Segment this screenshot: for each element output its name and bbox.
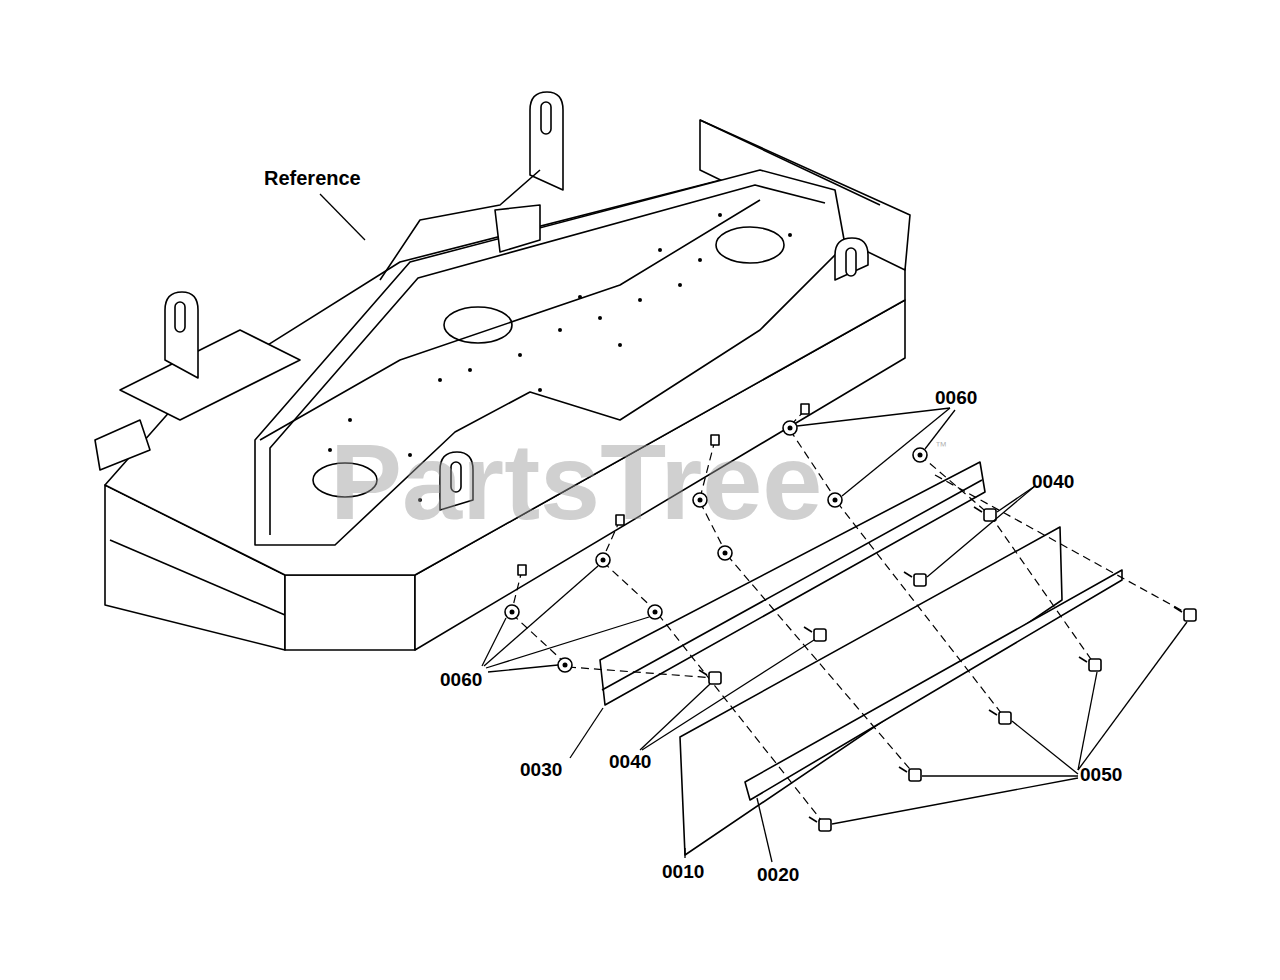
watermark: PartsTree xyxy=(330,428,822,536)
deck-skirt xyxy=(120,330,300,420)
deck-rail xyxy=(260,200,760,440)
spindle-hole xyxy=(716,227,784,263)
baffle-plate xyxy=(680,527,1062,855)
watermark-mark: ™ xyxy=(935,440,947,452)
callout-number: 0060 xyxy=(935,388,977,407)
callout-number: 0060 xyxy=(440,670,482,689)
plate-edge xyxy=(270,185,825,535)
callout-number: 0010 xyxy=(662,862,704,881)
strip xyxy=(745,570,1122,800)
leader-line xyxy=(320,194,1187,862)
deck-top xyxy=(105,170,905,575)
reference-label: Reference xyxy=(264,168,361,188)
callout-number: 0030 xyxy=(520,760,562,779)
callout-number: 0050 xyxy=(1080,765,1122,784)
deck-top-plate xyxy=(255,170,845,545)
deck-rail xyxy=(380,170,540,280)
callout-number: 0020 xyxy=(757,865,799,884)
deck-detail xyxy=(95,420,150,470)
bolt xyxy=(699,507,1196,831)
callout-number: 0040 xyxy=(1032,472,1074,491)
deck-bracket xyxy=(495,205,540,252)
callout-number: 0040 xyxy=(609,752,651,771)
deck-front-face xyxy=(285,575,415,650)
